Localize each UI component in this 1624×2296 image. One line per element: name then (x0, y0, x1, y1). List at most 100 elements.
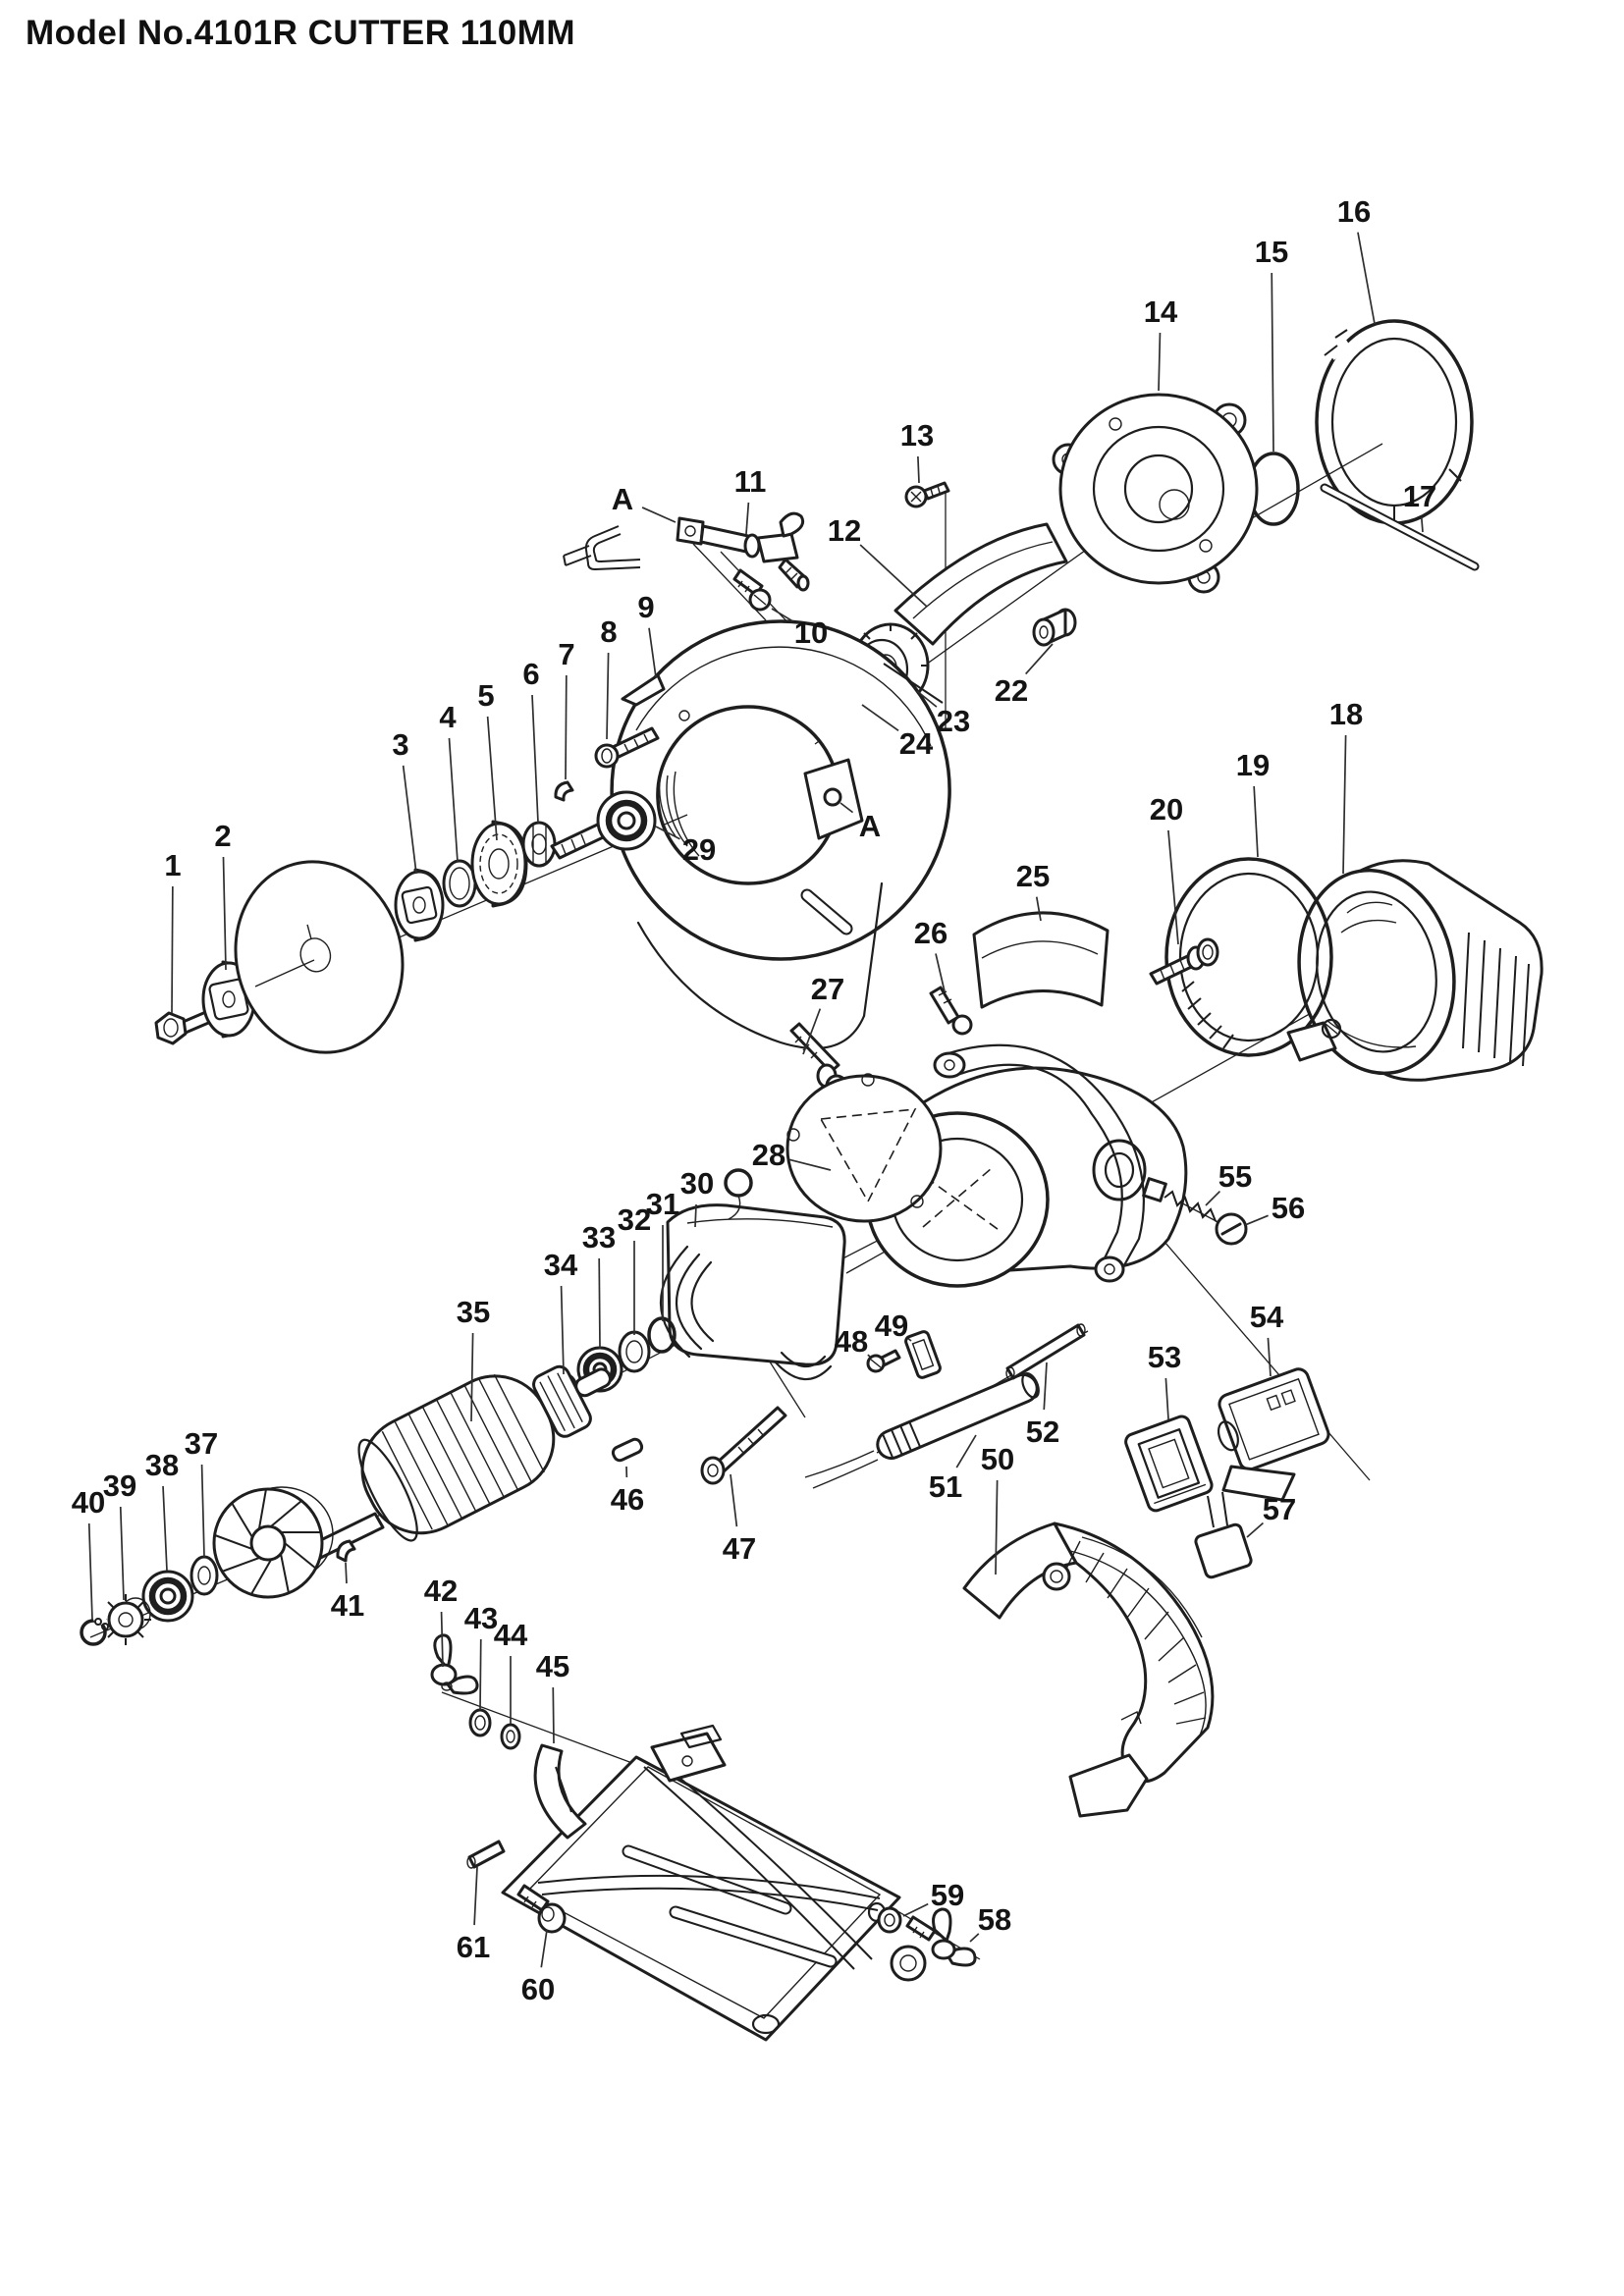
part-bearing-plate-28 (785, 1073, 943, 1223)
callout-3: 3 (392, 727, 408, 762)
part-wing-nut-42 (430, 1633, 479, 1695)
part-washer-44 (500, 1723, 521, 1750)
page-title: Model No.4101R CUTTER 110MM (26, 14, 575, 52)
leader-line-25 (1035, 896, 1042, 922)
leader-line-59 (902, 1902, 929, 1917)
callout-11: 11 (734, 464, 767, 499)
callout-16: 16 (1337, 194, 1371, 229)
leader-line-8 (606, 652, 610, 740)
callout-23: 23 (937, 704, 970, 738)
callout-A: A (612, 482, 633, 516)
part-rod-17 (1320, 483, 1480, 571)
leader-line-48 (867, 1354, 871, 1358)
callout-15: 15 (1255, 235, 1288, 269)
leader-line-26 (935, 953, 946, 992)
leader-line-57 (1246, 1522, 1265, 1538)
leader-line-15 (1271, 272, 1274, 453)
part-wing-bolt-58 (905, 1907, 977, 1967)
leader-line-35 (470, 1332, 474, 1422)
part-rod-52 (1005, 1323, 1086, 1380)
part-cord-assembly-51 (804, 1371, 1040, 1489)
leader-line-29 (655, 826, 680, 840)
leader-line-43 (479, 1638, 482, 1711)
leader-line-34 (560, 1285, 565, 1375)
part-blade-disc (234, 860, 405, 1054)
part-ring-4 (442, 859, 477, 908)
callout-7: 7 (558, 637, 574, 671)
part-spacer-22 (1032, 608, 1077, 647)
leader-line-49 (907, 1338, 912, 1342)
leader-line-24 (861, 704, 899, 731)
part-brush-cap-56 (1215, 1212, 1248, 1246)
leader-line-4 (448, 737, 459, 863)
part-bolt-60 (516, 1884, 567, 1934)
callout-35: 35 (457, 1295, 490, 1329)
leader-line-2 (222, 856, 227, 971)
callout-29: 29 (682, 832, 716, 867)
callout-17: 17 (1403, 479, 1436, 513)
callout-55: 55 (1218, 1159, 1252, 1194)
leader-line-18 (1342, 734, 1347, 875)
part-washer-32 (618, 1330, 651, 1373)
callout-4: 4 (439, 700, 457, 734)
callout-37: 37 (185, 1426, 218, 1461)
part-bearing-29 (596, 790, 657, 851)
part-handle-cover-50 (962, 1522, 1215, 1818)
part-baffle-25 (972, 911, 1110, 1009)
callout-50: 50 (981, 1442, 1014, 1476)
part-guide-45 (533, 1743, 587, 1840)
part-inner-flange-3 (394, 868, 445, 942)
callout-18: 18 (1329, 697, 1363, 731)
leader-line-6 (531, 694, 539, 824)
part-screw-26 (929, 986, 973, 1036)
callout-layer: 1234567891011121314151617181920222324252… (72, 194, 1436, 2006)
leader-line-1 (171, 885, 174, 1014)
part-clutch-drum-5 (470, 820, 528, 908)
leader-line-42 (440, 1611, 444, 1668)
callout-47: 47 (723, 1531, 756, 1566)
leader-line-20 (1167, 829, 1179, 945)
leader-line-55 (1205, 1190, 1221, 1206)
part-bearing-38 (141, 1570, 194, 1623)
leader-line-7 (565, 674, 568, 780)
callout-12: 12 (828, 513, 861, 548)
callout-26: 26 (914, 916, 947, 950)
leader-line-41 (345, 1562, 348, 1584)
callout-27: 27 (811, 972, 844, 1006)
leader-line-60 (540, 1929, 548, 1968)
callout-42: 42 (424, 1574, 458, 1608)
callout-2: 2 (214, 819, 231, 853)
part-pin-61 (466, 1840, 506, 1869)
callout-46: 46 (611, 1482, 644, 1517)
leader-line-45 (552, 1686, 555, 1744)
part-bolt-47 (700, 1406, 787, 1485)
part-fan (212, 1486, 334, 1599)
callout-34: 34 (544, 1248, 578, 1282)
part-capacitor-57 (1194, 1491, 1253, 1579)
callout-60: 60 (521, 1972, 555, 2006)
callout-32: 32 (618, 1202, 651, 1237)
callout-38: 38 (145, 1448, 179, 1482)
part-blade-case-9 (610, 619, 951, 1050)
part-field-stator-30 (659, 1168, 846, 1381)
callout-43: 43 (464, 1601, 498, 1635)
callout-13: 13 (900, 418, 934, 453)
leader-line-5 (486, 716, 498, 841)
callout-8: 8 (600, 614, 617, 649)
callout-28: 28 (752, 1138, 785, 1172)
leader-line-14 (1158, 332, 1162, 392)
part-pipe-assembly-11 (563, 511, 810, 592)
callout-44: 44 (494, 1618, 528, 1652)
callout-39: 39 (103, 1468, 136, 1503)
part-holder-53 (1124, 1415, 1214, 1513)
part-band-clamp-19 (1164, 857, 1342, 1062)
part-gear-housing-14 (1052, 393, 1259, 594)
callout-56: 56 (1272, 1191, 1305, 1225)
leader-line-54 (1267, 1337, 1272, 1377)
part-brush-spring-55 (1142, 1177, 1230, 1228)
callout-51: 51 (929, 1469, 962, 1504)
callout-30: 30 (680, 1166, 714, 1201)
callout-9: 9 (637, 590, 654, 624)
